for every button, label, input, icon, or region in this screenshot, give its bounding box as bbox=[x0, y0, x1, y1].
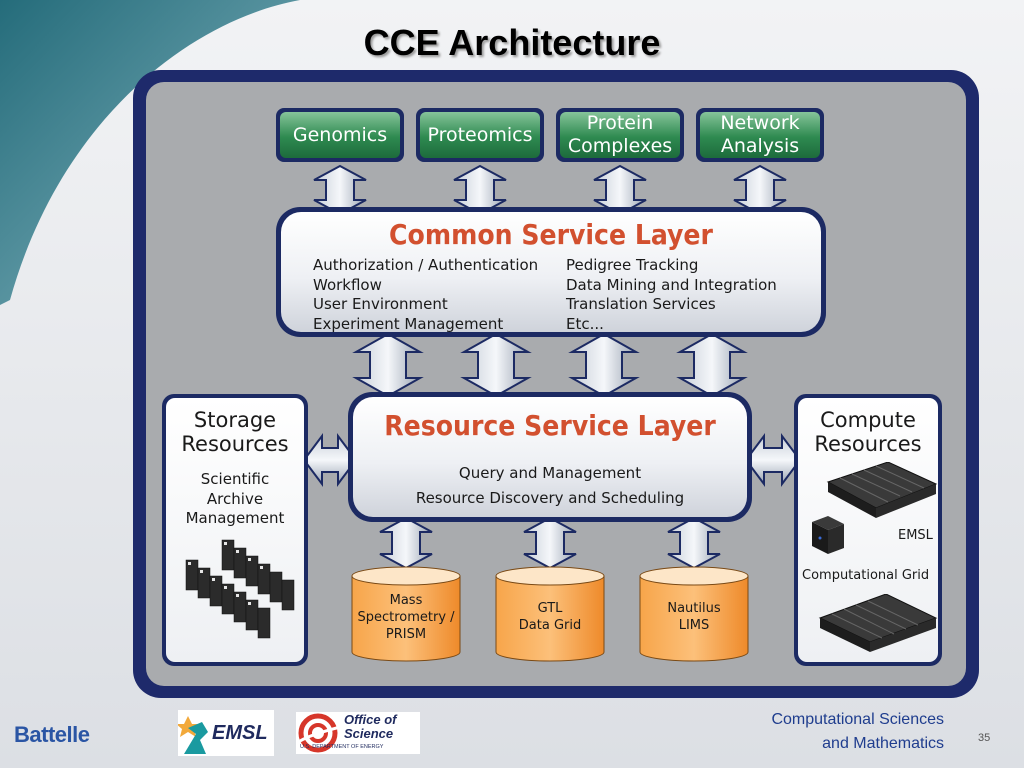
resource-layer-list: Query and Management Resource Discovery … bbox=[353, 461, 747, 511]
storage-subtitle: Scientific Archive Management bbox=[166, 470, 304, 529]
office-of-science-text: Office of Science bbox=[344, 713, 397, 741]
emsl-cluster-icon bbox=[826, 462, 938, 518]
database-label-line: Data Grid bbox=[518, 618, 582, 633]
arrow-common-resource-4 bbox=[676, 332, 748, 398]
storage-title-line: Resources bbox=[181, 432, 289, 456]
list-item: Experiment Management bbox=[313, 314, 504, 333]
database-label-line: LIMS bbox=[678, 618, 710, 633]
list-item: Pedigree Tracking bbox=[566, 256, 699, 274]
compute-resources-panel: Compute Resources EMSL Computational Gri… bbox=[794, 394, 942, 666]
os-line: Office of bbox=[344, 712, 397, 727]
compute-title: Compute Resources bbox=[798, 408, 938, 456]
database-cylinder-icon bbox=[495, 566, 605, 662]
arrow-resource-compute bbox=[744, 433, 802, 487]
database-label-line: Mass bbox=[389, 593, 423, 608]
database-gtl-data-grid: GTL Data Grid bbox=[494, 566, 606, 662]
compute-title-line: Compute bbox=[820, 408, 916, 432]
list-item: Authorization / Authentication bbox=[313, 256, 539, 274]
domain-label: Proteomics bbox=[427, 123, 533, 146]
emsl-logo-text: EMSL bbox=[212, 722, 268, 744]
database-nautilus-lims: Nautilus LIMS bbox=[638, 566, 750, 662]
battelle-logo: Battelle bbox=[14, 722, 90, 747]
domain-genomics: Genomics bbox=[276, 108, 404, 162]
storage-title-line: Storage bbox=[193, 408, 277, 432]
resource-service-layer: Resource Service Layer Query and Managem… bbox=[348, 392, 752, 522]
list-item: Data Mining and Integration bbox=[566, 275, 777, 294]
computational-grid-label: Computational Grid bbox=[802, 568, 930, 583]
database-label-line: GTL bbox=[537, 601, 563, 616]
list-item: Etc... bbox=[566, 314, 604, 333]
database-label: GTL Data Grid bbox=[494, 600, 606, 634]
domain-proteomics: Proteomics bbox=[416, 108, 544, 162]
footer-division: Computational Sciences and Mathematics bbox=[771, 708, 944, 756]
emsl-label: EMSL bbox=[898, 528, 933, 543]
arrow-common-resource-3 bbox=[568, 332, 640, 398]
common-layer-left-list: Authorization / Authentication Workflow … bbox=[313, 256, 538, 334]
database-cylinder-icon bbox=[351, 566, 461, 662]
database-label-line: Nautilus bbox=[667, 601, 721, 616]
common-layer-right-list: Pedigree Tracking Data Mining and Integr… bbox=[566, 256, 777, 334]
arrow-resource-db-3 bbox=[667, 516, 721, 570]
storage-sub-line: Scientific bbox=[200, 470, 270, 488]
grid-cluster-icon bbox=[818, 594, 938, 652]
tape-archive-icon bbox=[185, 539, 295, 639]
list-item: Resource Discovery and Scheduling bbox=[415, 489, 685, 507]
emsl-figure-icon bbox=[176, 716, 208, 754]
list-item: Query and Management bbox=[458, 464, 642, 482]
database-label-line: PRISM bbox=[385, 627, 427, 642]
domain-label: Network bbox=[720, 112, 800, 134]
arrow-resource-db-1 bbox=[379, 516, 433, 570]
list-item: Translation Services bbox=[566, 295, 716, 313]
common-service-layer: Common Service Layer Authorization / Aut… bbox=[276, 207, 826, 337]
database-cylinder-icon bbox=[639, 566, 749, 662]
database-label: Mass Spectrometry / PRISM bbox=[350, 592, 462, 643]
database-mass-spectrometry: Mass Spectrometry / PRISM bbox=[350, 566, 462, 662]
footer-line: and Mathematics bbox=[822, 735, 944, 752]
page-number: 35 bbox=[978, 732, 991, 744]
domain-label: Analysis bbox=[720, 135, 800, 157]
list-item: User Environment bbox=[313, 295, 448, 313]
domain-label: Protein bbox=[586, 112, 654, 134]
database-label-line: Spectrometry / bbox=[357, 610, 455, 625]
server-rack-icon bbox=[812, 516, 844, 554]
domain-label: Complexes bbox=[567, 135, 673, 157]
storage-resources-panel: Storage Resources Scientific Archive Man… bbox=[162, 394, 308, 666]
resource-layer-title: Resource Service Layer bbox=[384, 409, 716, 442]
arrow-common-resource-2 bbox=[460, 332, 532, 398]
office-of-science-logo: Office of Science U.S. DEPARTMENT OF ENE… bbox=[296, 712, 420, 754]
arrow-resource-db-2 bbox=[523, 516, 577, 570]
emsl-logo: EMSL bbox=[176, 710, 274, 756]
slide-title: CCE Architecture bbox=[363, 22, 661, 63]
common-layer-title: Common Service Layer bbox=[389, 218, 713, 251]
doe-swirl-icon bbox=[298, 713, 341, 753]
storage-sub-line: Archive bbox=[206, 489, 264, 508]
list-item: Workflow bbox=[313, 275, 382, 294]
compute-title-line: Resources bbox=[814, 432, 922, 456]
storage-sub-line: Management bbox=[185, 509, 285, 527]
arrow-common-resource-1 bbox=[352, 332, 424, 398]
doe-text: U.S. DEPARTMENT OF ENERGY bbox=[300, 744, 384, 750]
footer-line: Computational Sciences bbox=[771, 711, 944, 728]
storage-title: Storage Resources bbox=[166, 408, 304, 456]
os-line: Science bbox=[344, 726, 394, 741]
background-swoosh bbox=[0, 0, 300, 305]
database-label: Nautilus LIMS bbox=[638, 600, 750, 634]
domain-label: Genomics bbox=[292, 123, 388, 146]
